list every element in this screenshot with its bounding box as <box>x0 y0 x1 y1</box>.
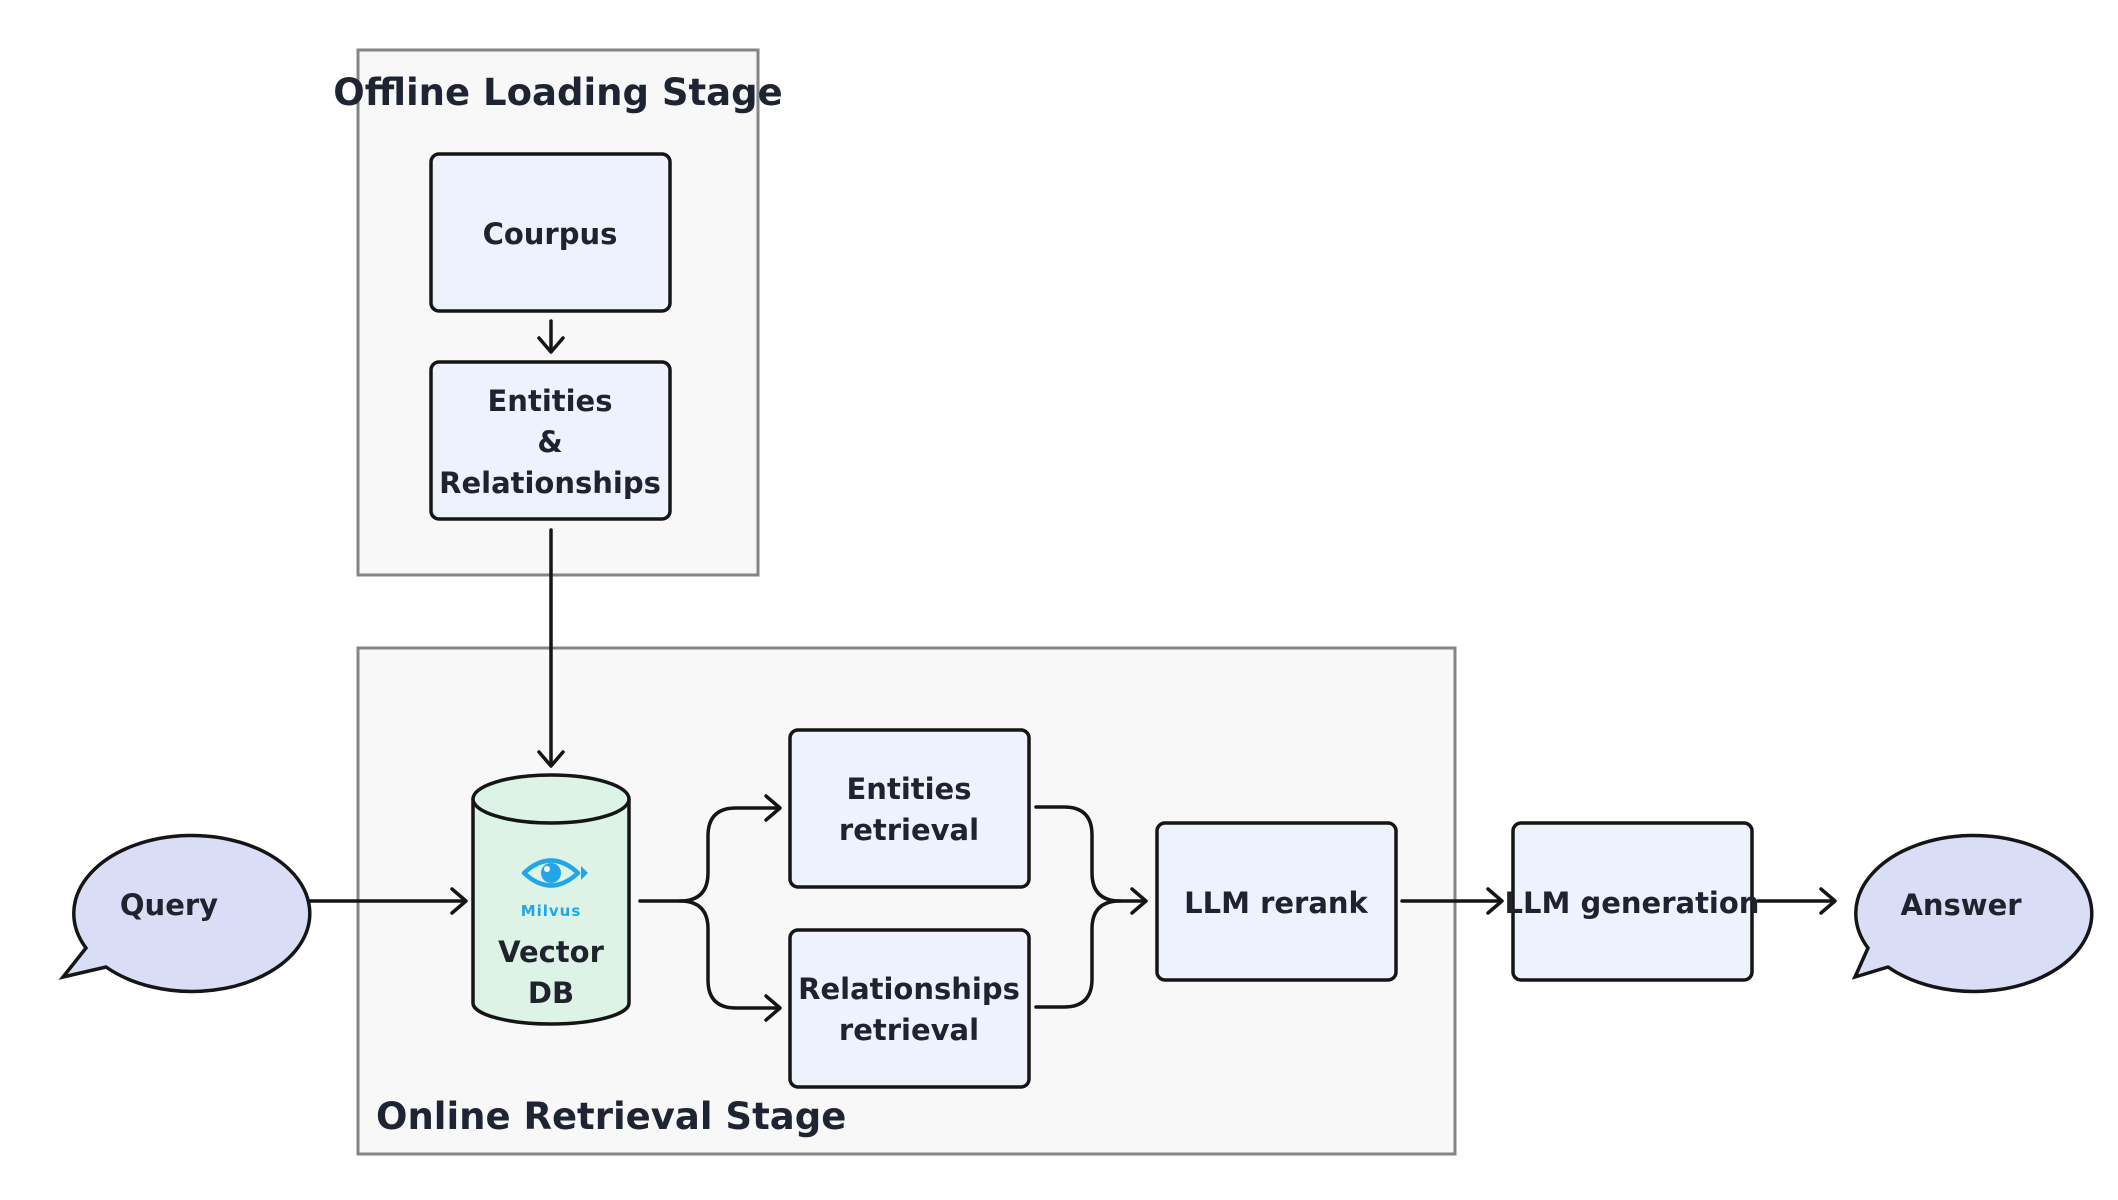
corpus-label: Courpus <box>483 217 618 251</box>
llm-rerank-node: LLM rerank <box>1155 821 1398 982</box>
arrow-vector-db-to-relationships-retrieval <box>678 899 780 1010</box>
answer-bubble: Answer <box>1851 833 2094 994</box>
eye-icon <box>521 858 588 888</box>
vector-db-line-2: DB <box>528 976 574 1010</box>
query-bubble: Query <box>58 833 312 994</box>
vector-db-node: Milvus Vector DB <box>471 773 631 1026</box>
connectors <box>295 319 1837 1022</box>
offline-stage-title: Offline Loading Stage <box>333 71 782 114</box>
relationships-retrieval-line-1: Relationships <box>798 972 1020 1006</box>
query-label: Query <box>120 888 218 922</box>
entities-retrieval-node: Entities retrieval <box>788 728 1031 889</box>
relationships-retrieval-line-2: retrieval <box>839 1013 979 1047</box>
milvus-brand-label: Milvus <box>521 902 582 920</box>
llm-rerank-label: LLM rerank <box>1184 886 1368 920</box>
entities-relationships-line-2: & <box>537 425 562 459</box>
entities-retrieval-line-2: retrieval <box>839 813 979 847</box>
llm-generation-node: LLM generation <box>1505 821 1760 982</box>
arrow-relationships-retrieval-to-rerank <box>1034 899 1122 1009</box>
entities-relationships-line-1: Entities <box>488 384 613 418</box>
relationships-retrieval-node: Relationships retrieval <box>788 928 1031 1089</box>
arrow-entities-retrieval-to-rerank <box>1034 805 1146 903</box>
entities-retrieval-line-1: Entities <box>847 772 972 806</box>
arrow-vector-db-to-entities-retrieval <box>638 806 780 903</box>
online-stage-title: Online Retrieval Stage <box>376 1095 846 1138</box>
vector-db-line-1: Vector <box>498 935 605 969</box>
answer-label: Answer <box>1900 888 2022 922</box>
corpus-node: Courpus <box>429 152 672 313</box>
entities-relationships-line-3: Relationships <box>439 466 661 500</box>
entities-relationships-node: Entities & Relationships <box>429 360 672 521</box>
llm-generation-label: LLM generation <box>1505 886 1760 920</box>
